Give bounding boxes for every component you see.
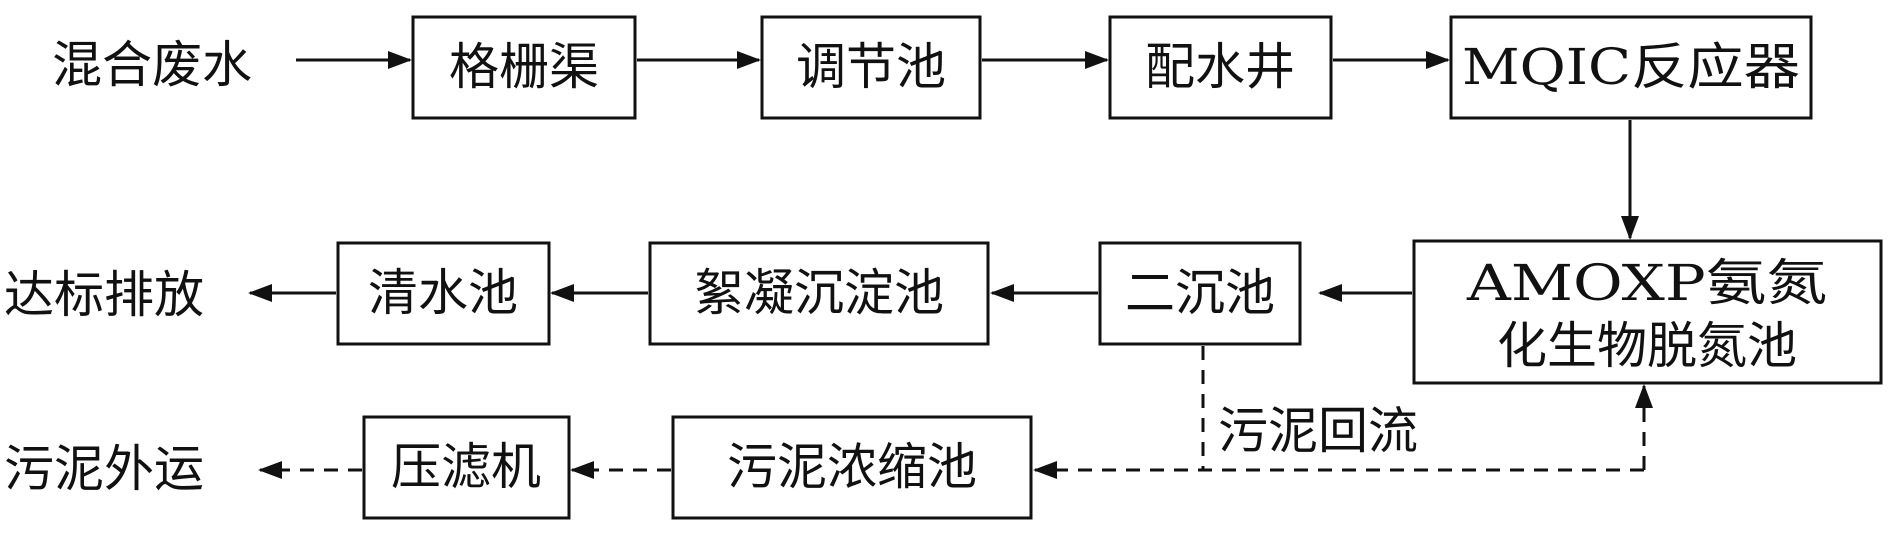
regulating-tank-label: 调节池 — [796, 38, 946, 96]
clear-water-tank-box: 清水池 — [336, 241, 551, 346]
secondary-settling-box: 二沉池 — [1098, 241, 1302, 346]
amoxp-tank-label-line2: 化生物脱氮池 — [1497, 317, 1797, 375]
grid-channel-box: 格栅渠 — [411, 15, 637, 120]
distribution-well-box: 配水井 — [1108, 15, 1333, 120]
filter-press-label: 压滤机 — [391, 438, 541, 496]
amoxp-tank-label-line1: AMOXP氨氮 — [1466, 254, 1827, 312]
flocculation-settling-box: 絮凝沉淀池 — [648, 241, 990, 346]
filter-press-box: 压滤机 — [362, 415, 571, 520]
regulating-tank-box: 调节池 — [760, 15, 982, 120]
amoxp-tank-box: AMOXP氨氮 化生物脱氮池 — [1412, 239, 1883, 385]
grid-channel-label: 格栅渠 — [449, 38, 599, 96]
sludge-thickener-box: 污泥浓缩池 — [671, 415, 1033, 520]
sludge-out-label: 污泥外运 — [4, 440, 204, 498]
mixed-wastewater-label: 混合废水 — [52, 36, 252, 94]
discharge-label: 达标排放 — [4, 266, 204, 324]
sludge-thickener-label: 污泥浓缩池 — [727, 438, 977, 496]
sludge-return-label: 污泥回流 — [1218, 402, 1418, 460]
flocculation-settling-label: 絮凝沉淀池 — [694, 264, 944, 322]
clear-water-tank-label: 清水池 — [368, 264, 518, 322]
distribution-well-label: 配水井 — [1145, 38, 1295, 96]
mqic-reactor-label: MQIC反应器 — [1462, 38, 1800, 96]
secondary-settling-label: 二沉池 — [1125, 264, 1275, 322]
mqic-reactor-box: MQIC反应器 — [1449, 15, 1813, 120]
